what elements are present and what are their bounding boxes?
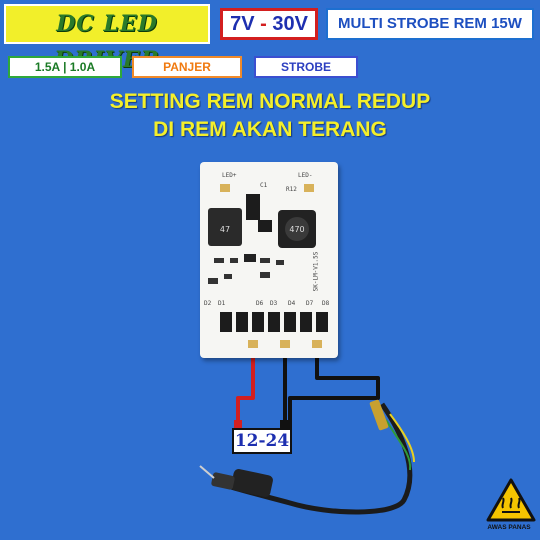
silk-c1: C1 [260,182,268,189]
pad-strobe [312,340,322,348]
silk-d2: D2 [204,300,212,307]
red-wire [236,346,255,428]
plug-body [231,469,273,497]
diode [268,312,280,332]
silk-led-plus: LED+ [222,172,237,179]
ic-chip [246,194,260,220]
plug-tip [211,472,235,490]
headline-line-2: DI REM AKAN TERANG [153,118,387,141]
current-options-chip: 1.5A | 1.0A [8,56,122,78]
diode [252,312,264,332]
pad-positive [248,340,258,348]
hot-warning-label: AWAS PANAS [487,524,531,531]
product-subtitle: MULTI STROBE REM 15W [326,8,534,40]
strobe-wire [288,346,380,428]
diode [236,312,248,332]
spade-terminal [369,399,389,431]
yellow-lead [389,413,415,463]
diode [316,312,328,332]
strobe-chip: STROBE [254,56,358,78]
pad-negative [280,340,290,348]
hot-warning-icon [486,478,536,522]
voltage-min: 7V [230,13,255,35]
voltage-max: 30V [272,13,308,35]
green-lead [385,419,412,471]
led-driver-pcb: LED+ LED- R12 C1 D2 D1 D3 D4 D7 D6 D8 SK… [200,162,338,358]
diode [300,312,312,332]
capacitor [208,208,242,246]
silk-d3: D3 [270,300,278,307]
diode [220,312,232,332]
pcb-components: 47 470 [208,184,328,348]
transistor [258,220,272,232]
plug-pin [199,465,215,479]
headline-line-1: SETTING REM NORMAL REDUP [109,90,431,113]
silk-led-minus: LED- [298,172,313,179]
silk-d4: D4 [288,300,296,307]
voltage-separator: - [254,13,273,35]
silk-d6: D6 [256,300,264,307]
battery-negative-terminal [280,420,288,428]
svg-text:470: 470 [289,225,304,234]
panjer-chip: PANJER [132,56,242,78]
silk-d7: D7 [306,300,314,307]
voltage-range-badge: 7V - 30V [220,8,318,40]
silk-d1: D1 [218,300,226,307]
battery-positive-terminal [234,420,242,428]
battery-voltage-label: 12-24 [234,431,290,451]
silk-d8: D8 [322,300,330,307]
diode [284,312,296,332]
battery-box [232,428,292,454]
silk-r12: R12 [286,186,297,193]
svg-text:47: 47 [220,225,230,234]
